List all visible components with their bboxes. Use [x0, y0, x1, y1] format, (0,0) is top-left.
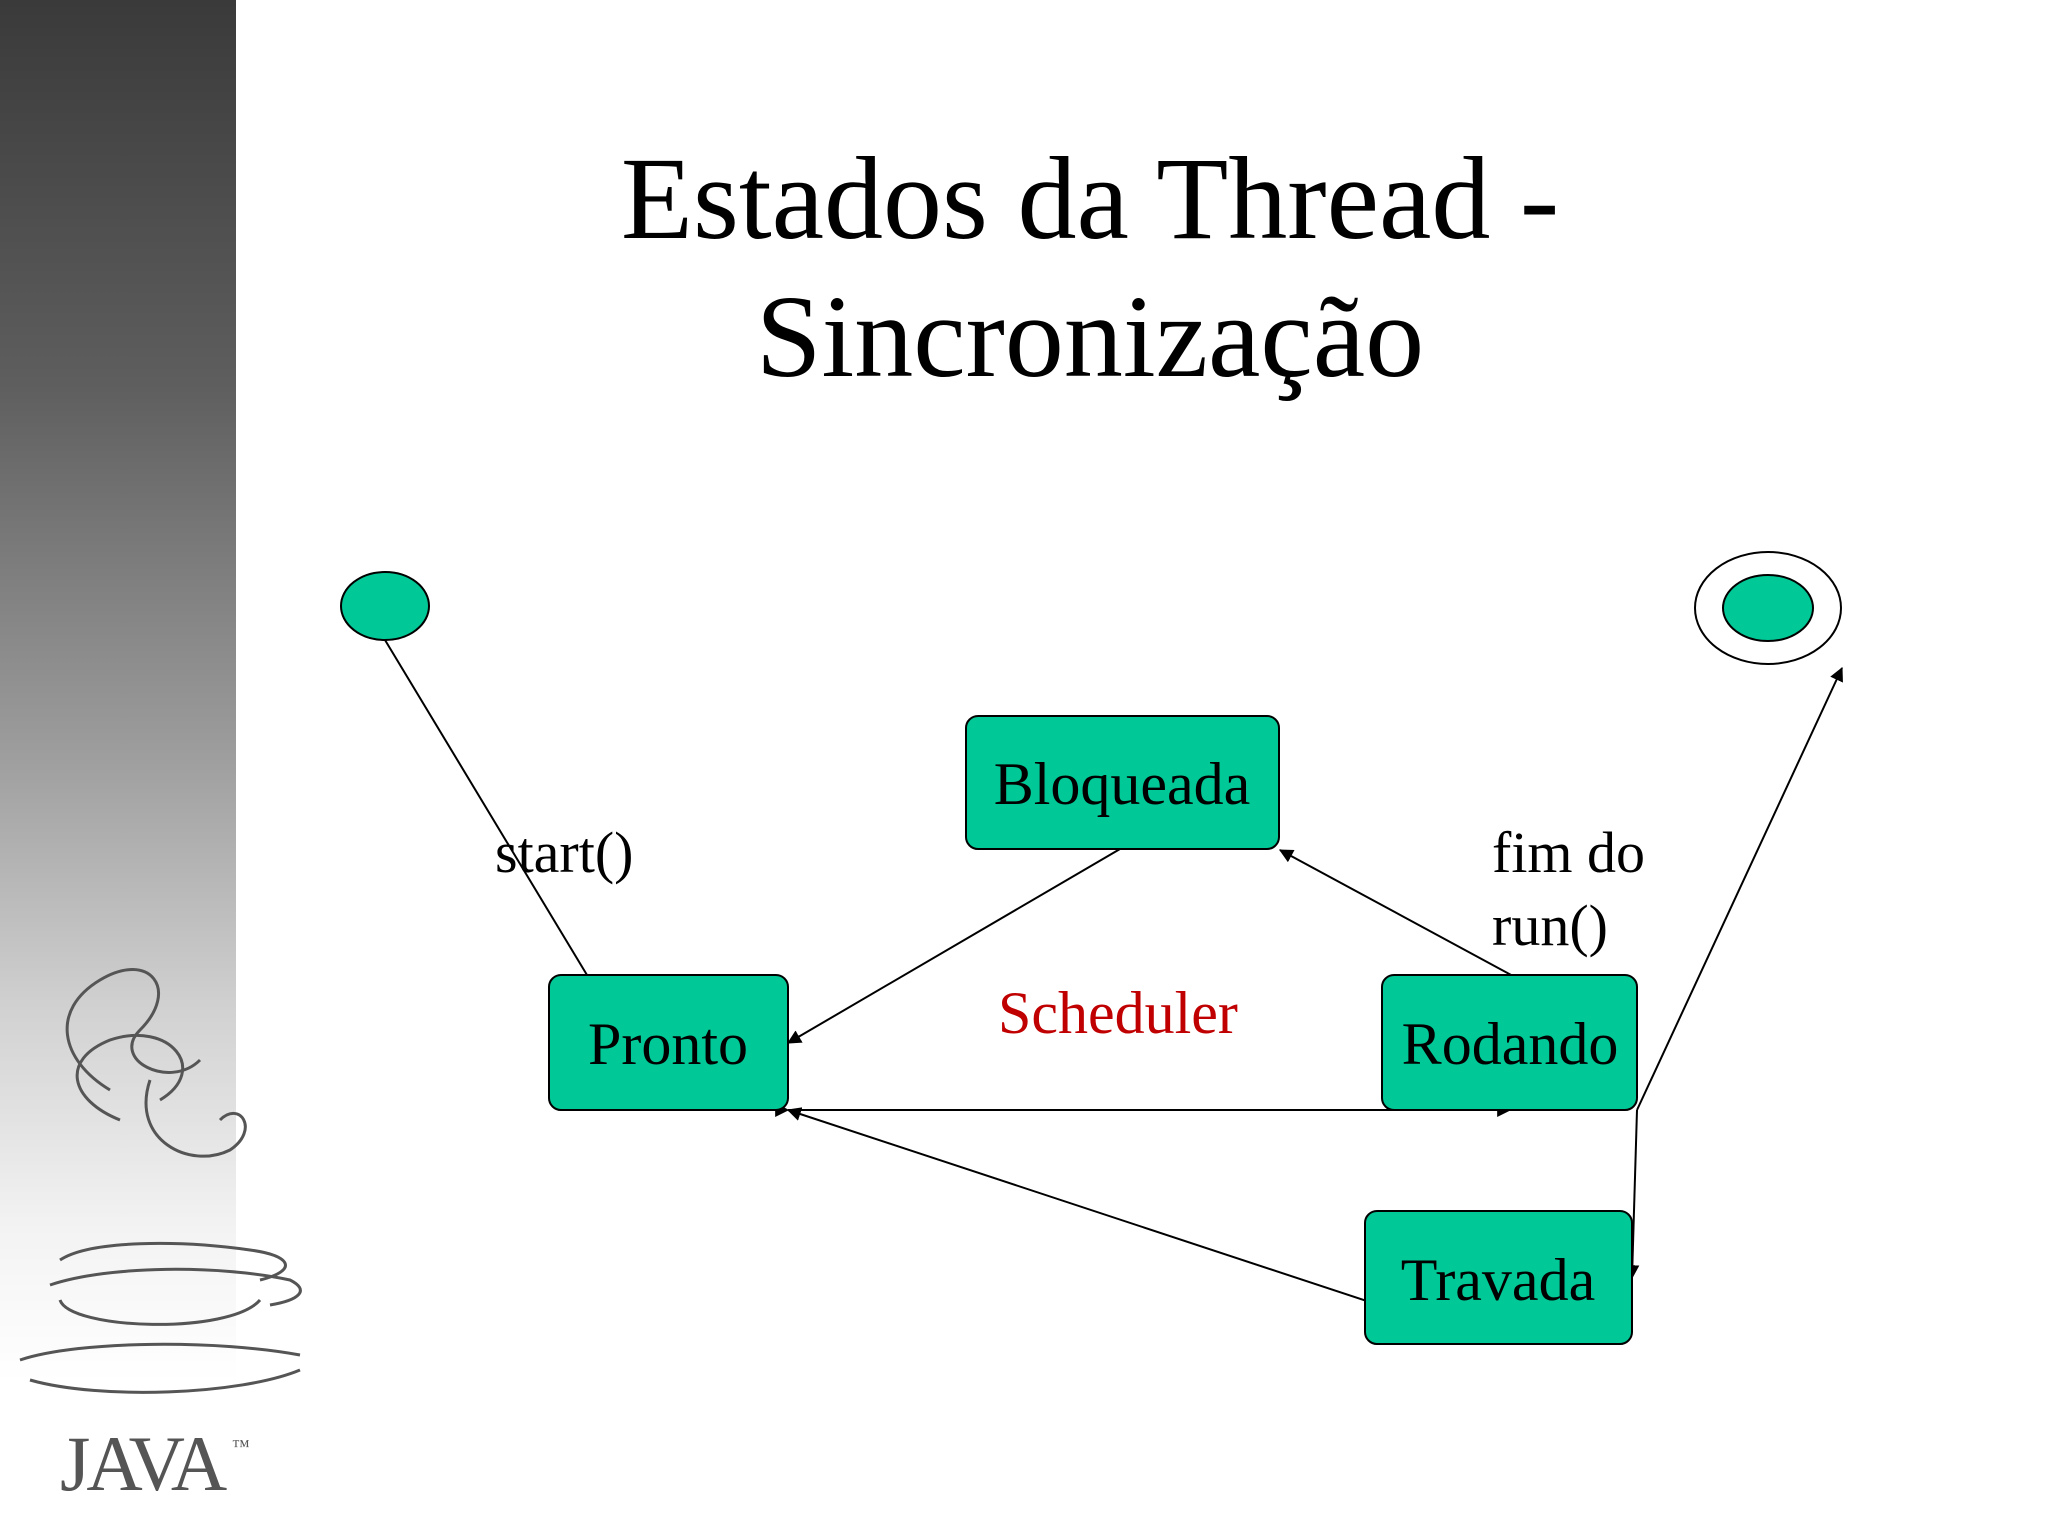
coffee-cup-icon: [20, 970, 300, 1393]
state-travada: Travada: [1365, 1211, 1632, 1344]
label-start: start(): [495, 820, 634, 885]
java-wordmark: JAVA: [60, 1420, 227, 1507]
edge-rodando-to-final: [1637, 668, 1842, 1110]
state-rodando: Rodando: [1382, 975, 1637, 1110]
final-state-node: [1695, 552, 1841, 664]
initial-state-node: [341, 572, 429, 640]
state-bloqueada: Bloqueada: [966, 716, 1279, 849]
state-rodando-label: Rodando: [1402, 1011, 1619, 1077]
trademark-symbol: ™: [232, 1436, 250, 1456]
state-pronto: Pronto: [549, 975, 788, 1110]
label-fim-line-2: run(): [1492, 893, 1608, 958]
state-travada-label: Travada: [1401, 1247, 1595, 1313]
edge-start-to-pronto: [385, 640, 587, 975]
state-pronto-label: Pronto: [588, 1011, 748, 1077]
java-logo: JAVA ™: [20, 970, 300, 1507]
state-bloqueada-label: Bloqueada: [994, 751, 1251, 817]
label-fim-line-1: fim do: [1492, 820, 1645, 885]
label-scheduler: Scheduler: [998, 980, 1238, 1046]
